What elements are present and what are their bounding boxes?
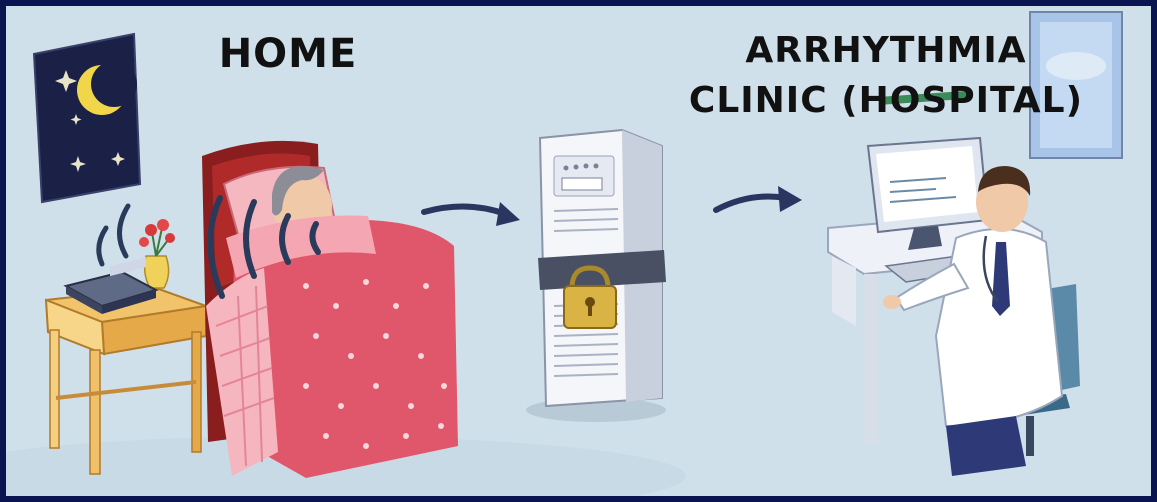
diagram-frame: HOME ARRHYTHMIA CLINIC (HOSPITAL)	[6, 6, 1151, 496]
secure-server	[526, 130, 666, 422]
clinic-label-line1: ARRHYTHMIA	[626, 26, 1146, 76]
night-window	[34, 34, 140, 202]
home-label: HOME	[198, 30, 378, 78]
clinic-label-line2: CLINIC (HOSPITAL)	[626, 76, 1146, 126]
clinic-label: ARRHYTHMIA CLINIC (HOSPITAL)	[626, 26, 1146, 126]
